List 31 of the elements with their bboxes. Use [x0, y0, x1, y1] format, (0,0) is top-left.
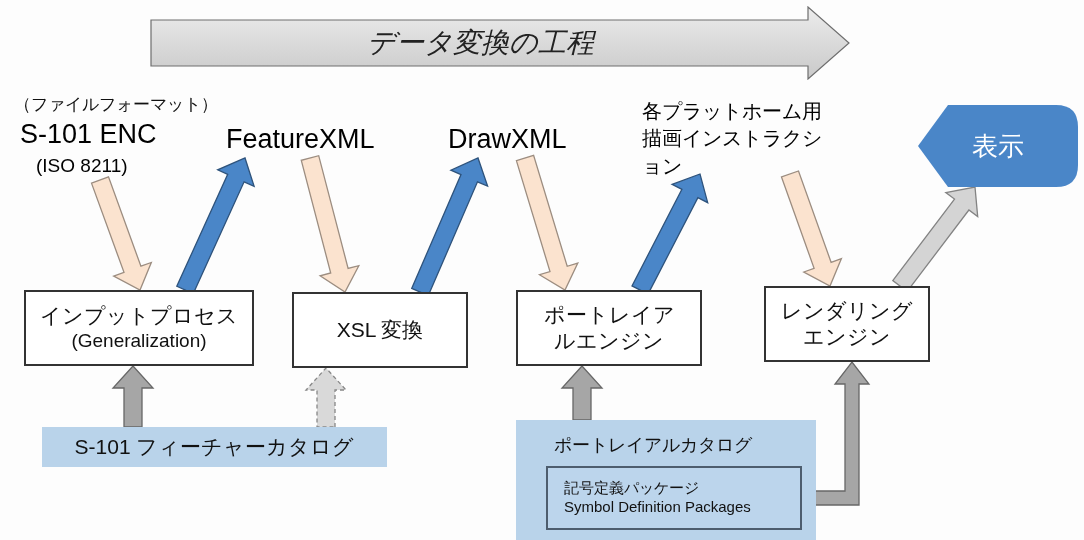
process-label: (Generalization): [71, 329, 207, 353]
display-label: 表示: [972, 129, 1024, 163]
process-label: ポートレイアルエンジン: [542, 301, 676, 354]
block-arrow: [304, 367, 348, 428]
block-arrow: [300, 154, 361, 293]
block-arrow: [90, 176, 153, 291]
catalog-title: ポートレイアルカタログ: [554, 434, 752, 457]
process-label: インプットプロセス: [40, 303, 238, 329]
format-name: 各プラットホーム用描画インストラクション: [642, 98, 823, 179]
format-standard: (ISO 8211): [36, 153, 128, 178]
process-label: XSL 変換: [336, 316, 424, 343]
block-arrow: [111, 365, 155, 428]
process-box: [24, 290, 254, 366]
process-title: データ変換の工程: [366, 26, 594, 60]
block-arrow: [560, 365, 604, 421]
catalog-label: S-101 フィーチャーカタログ: [74, 433, 355, 460]
package-label: Symbol Definition Packages: [564, 498, 751, 517]
format-name: FeatureXML: [226, 122, 375, 156]
process-label: レンダリングエンジン: [780, 297, 914, 350]
block-arrow: [780, 170, 843, 287]
format-name: DrawXML: [448, 122, 567, 156]
format-name: S-101 ENC: [20, 117, 157, 151]
package-box: [546, 466, 802, 530]
block-arrow: [515, 154, 579, 291]
process-box: [764, 286, 930, 362]
catalog-panel: [516, 420, 816, 540]
package-label: 記号定義パッケージ: [564, 479, 699, 498]
process-box: [516, 290, 702, 366]
process-box: [292, 292, 468, 368]
catalog-band: [42, 427, 387, 467]
format-caption: （ファイルフォーマット）: [14, 94, 218, 116]
